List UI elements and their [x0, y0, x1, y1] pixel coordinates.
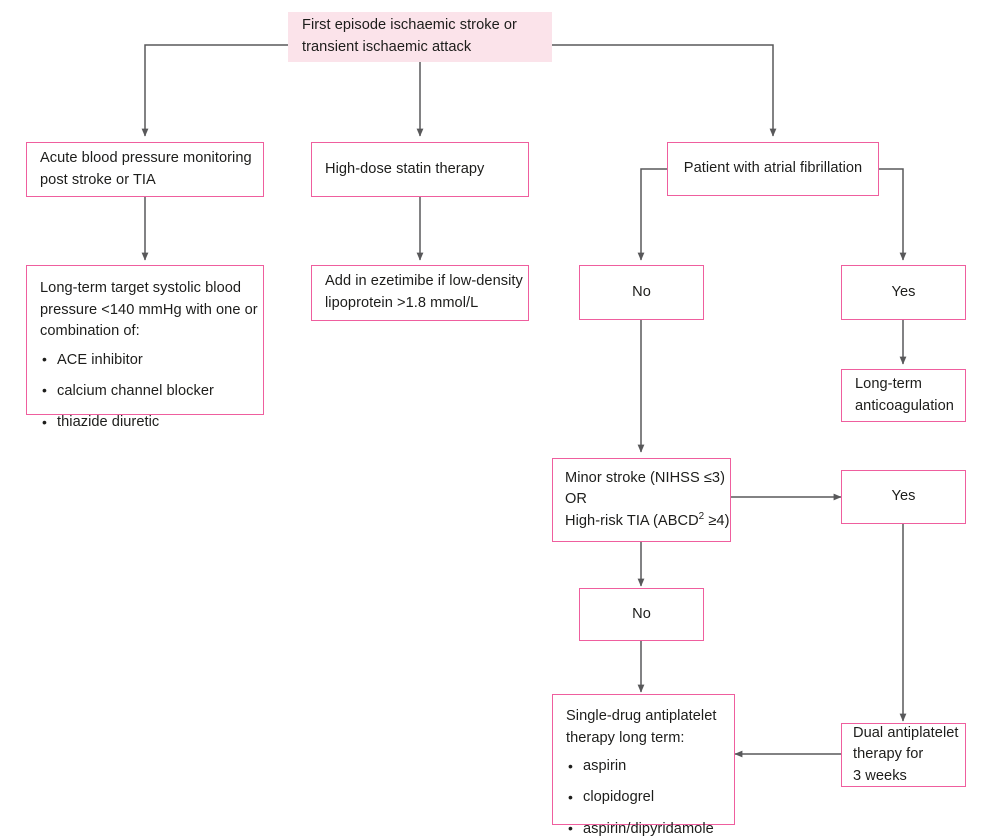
node-dapt-line-1: Dual antiplatelet [853, 724, 959, 741]
node-start-line-1: First episode ischaemic stroke or [302, 17, 517, 34]
node-high-dose-statin[interactable]: High-dose statin therapy [311, 142, 529, 197]
node-minor-stroke-answer-no[interactable]: No [579, 588, 704, 641]
node-sapt-line-2: therapy long term: [566, 729, 685, 746]
node-minor-stroke-line-2: OR [565, 491, 587, 508]
edge-af-to-no [637, 168, 667, 261]
edge-af-to-yes [879, 168, 907, 261]
node-dual-antiplatelet-therapy[interactable]: Dual antiplatelet therapy for 3 weeks [841, 723, 966, 787]
node-bp-monitoring-line-1: Acute blood pressure monitoring [40, 149, 252, 166]
node-bp-target-line-3: combination of: [40, 323, 140, 340]
edge-start-to-bp-monitoring [141, 44, 288, 137]
node-af-line-1: Patient with atrial fibrillation [683, 160, 863, 177]
node-af-answer-no[interactable]: No [579, 265, 704, 320]
node-long-term-anticoagulation[interactable]: Long-term anticoagulation [841, 369, 966, 422]
node-minor-stroke-line-3-post: ≥4) [704, 512, 730, 529]
node-sapt-bullet-list: aspirin clopidogrel aspirin/dipyridamole [566, 756, 721, 838]
node-af-answer-yes[interactable]: Yes [841, 265, 966, 320]
node-minor-stroke-or-high-risk-tia[interactable]: Minor stroke (NIHSS ≤3) OR High-risk TIA… [552, 458, 731, 542]
node-anticoagulation-line-2: anticoagulation [855, 397, 954, 414]
node-start-first-episode[interactable]: First episode ischaemic stroke or transi… [288, 12, 552, 62]
node-dapt-line-2: therapy for [853, 746, 924, 763]
node-ezetimibe-line-1: Add in ezetimibe if low-density [325, 273, 523, 290]
node-minor-stroke-line-3: High-risk TIA (ABCD2 ≥4) [565, 510, 729, 533]
list-item: aspirin/dipyridamole [566, 818, 721, 838]
node-single-drug-antiplatelet-therapy[interactable]: Single-drug antiplatelet therapy long te… [552, 694, 735, 838]
list-item: calcium channel blocker [40, 380, 250, 402]
list-item: clopidogrel [566, 787, 721, 808]
node-af-yes-label: Yes [891, 283, 916, 300]
node-acute-bp-monitoring[interactable]: Acute blood pressure monitoring post str… [26, 142, 264, 197]
node-af-no-label: No [632, 283, 651, 300]
abcd-superscript-2: 2 [698, 510, 705, 522]
list-item: aspirin [566, 756, 721, 777]
node-anticoagulation-line-1: Long-term [855, 375, 922, 392]
node-bp-monitoring-line-2: post stroke or TIA [40, 171, 156, 188]
node-sapt-line-1: Single-drug antiplatelet [566, 708, 717, 724]
node-statin-line-1: High-dose statin therapy [325, 160, 485, 177]
node-minor-yes-label: Yes [891, 488, 916, 505]
node-bp-target-line-2: pressure <140 mmHg with one or [40, 301, 258, 318]
node-add-ezetimibe[interactable]: Add in ezetimibe if low-density lipoprot… [311, 265, 529, 321]
node-ezetimibe-line-2: lipoprotein >1.8 mmol/L [325, 295, 479, 311]
node-minor-no-label: No [632, 605, 651, 622]
edge-start-to-af [552, 44, 777, 137]
node-dapt-line-3: 3 weeks [853, 767, 907, 784]
node-minor-stroke-line-1: Minor stroke (NIHSS ≤3) [565, 469, 725, 486]
node-bp-target-bullet-list: ACE inhibitor calcium channel blocker th… [40, 349, 250, 433]
node-minor-stroke-answer-yes[interactable]: Yes [841, 470, 966, 524]
list-item: ACE inhibitor [40, 349, 250, 371]
node-start-line-2: transient ischaemic attack [302, 39, 472, 55]
node-bp-target-line-1: Long-term target systolic blood [40, 280, 242, 296]
list-item: thiazide diuretic [40, 412, 250, 433]
node-long-term-bp-target[interactable]: Long-term target systolic blood pressure… [26, 265, 264, 432]
node-patient-with-atrial-fibrillation[interactable]: Patient with atrial fibrillation [667, 142, 879, 196]
node-minor-stroke-line-3-pre: High-risk TIA (ABCD [565, 512, 699, 529]
